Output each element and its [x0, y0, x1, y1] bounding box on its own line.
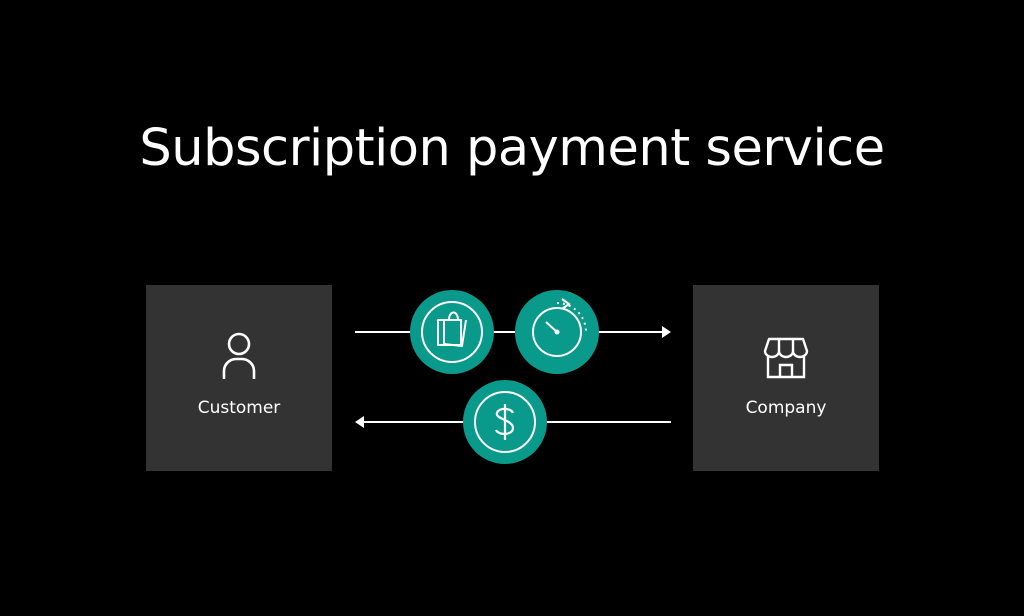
company-node: Company [693, 285, 879, 471]
flow-arrow-to-company [355, 326, 671, 338]
dollar-icon [463, 380, 547, 464]
storefront-icon [693, 331, 879, 381]
person-icon [146, 331, 332, 381]
diagram-title: Subscription payment service [139, 119, 885, 178]
customer-label: Customer [197, 398, 281, 418]
customer-node: Customer [146, 285, 332, 471]
shopping-bag-icon [410, 290, 494, 374]
company-label: Company [745, 398, 827, 418]
recurring-clock-icon [515, 290, 599, 374]
